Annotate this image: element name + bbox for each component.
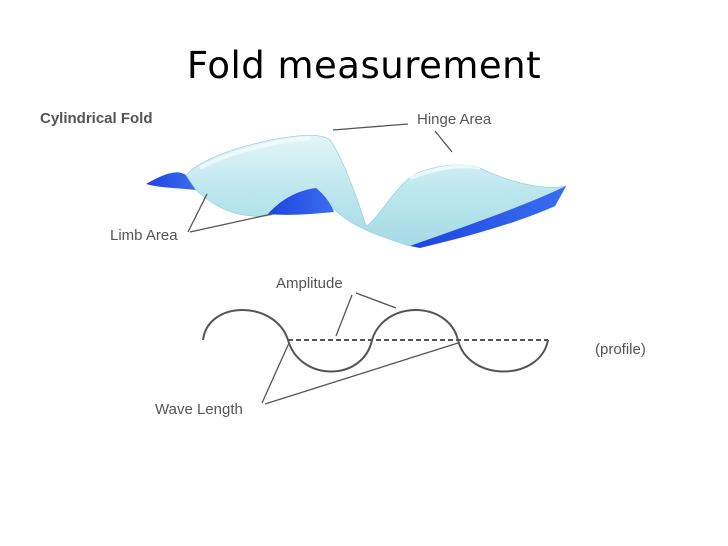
limb-area-label: Limb Area: [110, 227, 178, 244]
fold-surface: [146, 134, 567, 248]
fold-middle-edge: [268, 188, 334, 215]
fold-hinge-highlight: [199, 136, 311, 170]
fold-hinge-highlight-2: [409, 164, 481, 180]
amplitude-label: Amplitude: [276, 275, 343, 292]
hinge-leader-1: [332, 123, 409, 131]
fold-right-edge: [410, 186, 566, 248]
profile-label: (profile): [595, 341, 646, 358]
wavelength-leader-2: [264, 342, 459, 405]
fold-left-edge: [146, 172, 196, 190]
amplitude-leader-2: [355, 292, 397, 309]
limb-leader-2: [189, 213, 273, 233]
limb-leader-1: [187, 193, 208, 233]
cylindrical-fold-label: Cylindrical Fold: [40, 110, 153, 127]
wavelength-leader-1: [261, 342, 290, 404]
amplitude-leader-1: [335, 294, 353, 337]
hinge-leader-2: [434, 130, 453, 153]
wave-length-label: Wave Length: [155, 401, 243, 418]
hinge-area-label: Hinge Area: [417, 111, 492, 128]
fold-profile: [202, 309, 549, 373]
slide-title: Fold measurement: [186, 44, 542, 87]
